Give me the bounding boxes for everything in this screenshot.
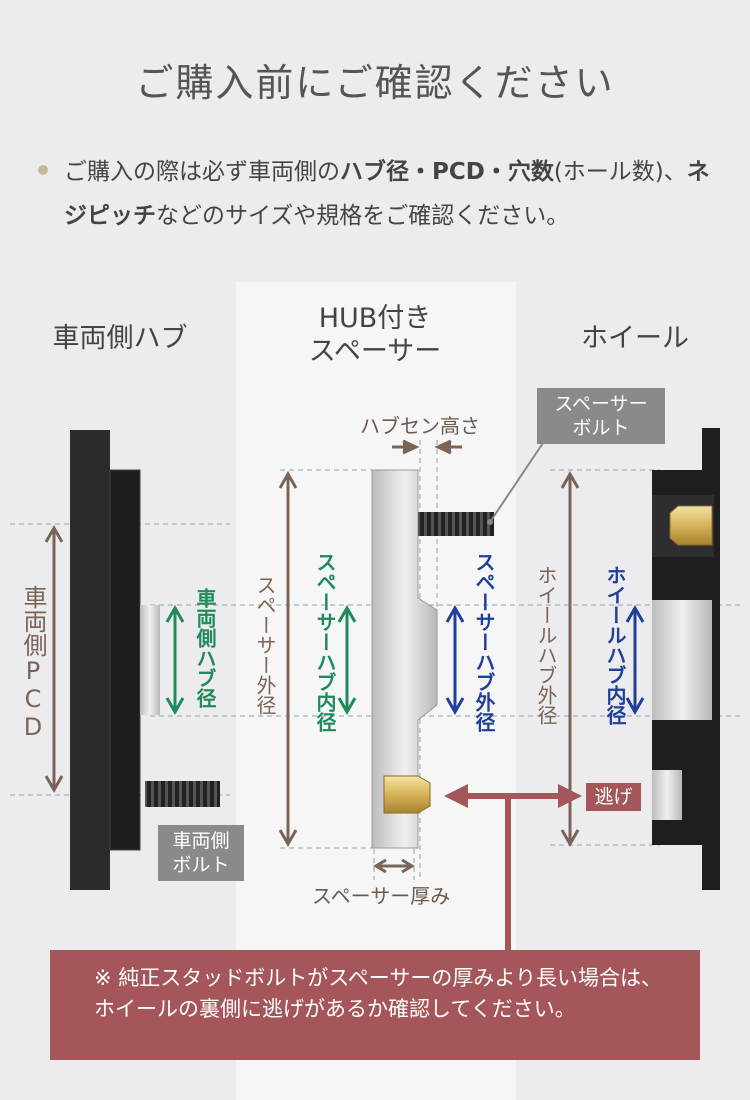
column-wheel: ホイール (581, 323, 689, 354)
label-spacer-hub-outer-diameter: スペーサーハブ外径 (472, 552, 496, 732)
note-bold-2: ネジピッチ (64, 159, 710, 229)
label-wheel-hub-outer-diameter: ホイールハブ外径 (534, 565, 558, 725)
note-text-3: などのサイズや規格をご確認ください。 (156, 203, 570, 229)
label-wheel-hub-inner-diameter: ホイールハブ内径 (603, 565, 627, 725)
label-vehicle-pcd: 車両側PCD (19, 585, 47, 741)
label-spacer-hub-inner-diameter: スペーサーハブ内径 (313, 552, 337, 732)
relief-arrow (444, 784, 582, 950)
label-spacer-thickness: スペーサー厚み (312, 884, 451, 908)
spacer-bolt-callout-line (489, 439, 546, 523)
label-spacer-outer-diameter: スペーサー外径 (253, 575, 277, 715)
label-hub-center-height: ハブセン高さ (360, 414, 480, 438)
note-text-2: (ホール数)、 (553, 159, 687, 185)
bullet-dot (38, 165, 48, 175)
spacer-shape (371, 469, 494, 849)
note-text-1: ご購入の際は必ず車両側の (64, 159, 340, 185)
vehicle-hub-shape (70, 430, 220, 890)
purchase-note: ご購入の際は必ず車両側のハブ径・PCD・穴数(ホール数)、ネジピッチなどのサイズ… (64, 150, 724, 238)
tag-spacer-bolt: スペーサー ボルト (537, 388, 665, 444)
dimension-arrows (44, 439, 645, 874)
column-vehicle-hub: 車両側ハブ (52, 323, 188, 354)
column-spacer: HUB付き スペーサー (308, 303, 442, 367)
label-vehicle-hub-diameter: 車両側ハブ径 (193, 588, 217, 708)
note-bold-1: ハブ径・PCD・穴数 (340, 159, 554, 185)
tag-vehicle-bolt: 車両側 ボルト (158, 825, 244, 881)
caution-box: ※ 純正スタッドボルトがスペーサーの厚みより長い場合は、ホイールの裏側に逃げがあ… (50, 950, 700, 1060)
tag-relief: 逃げ (586, 783, 641, 811)
page-title: ご購入前にご確認ください (135, 61, 615, 105)
wheel-shape (652, 428, 720, 890)
